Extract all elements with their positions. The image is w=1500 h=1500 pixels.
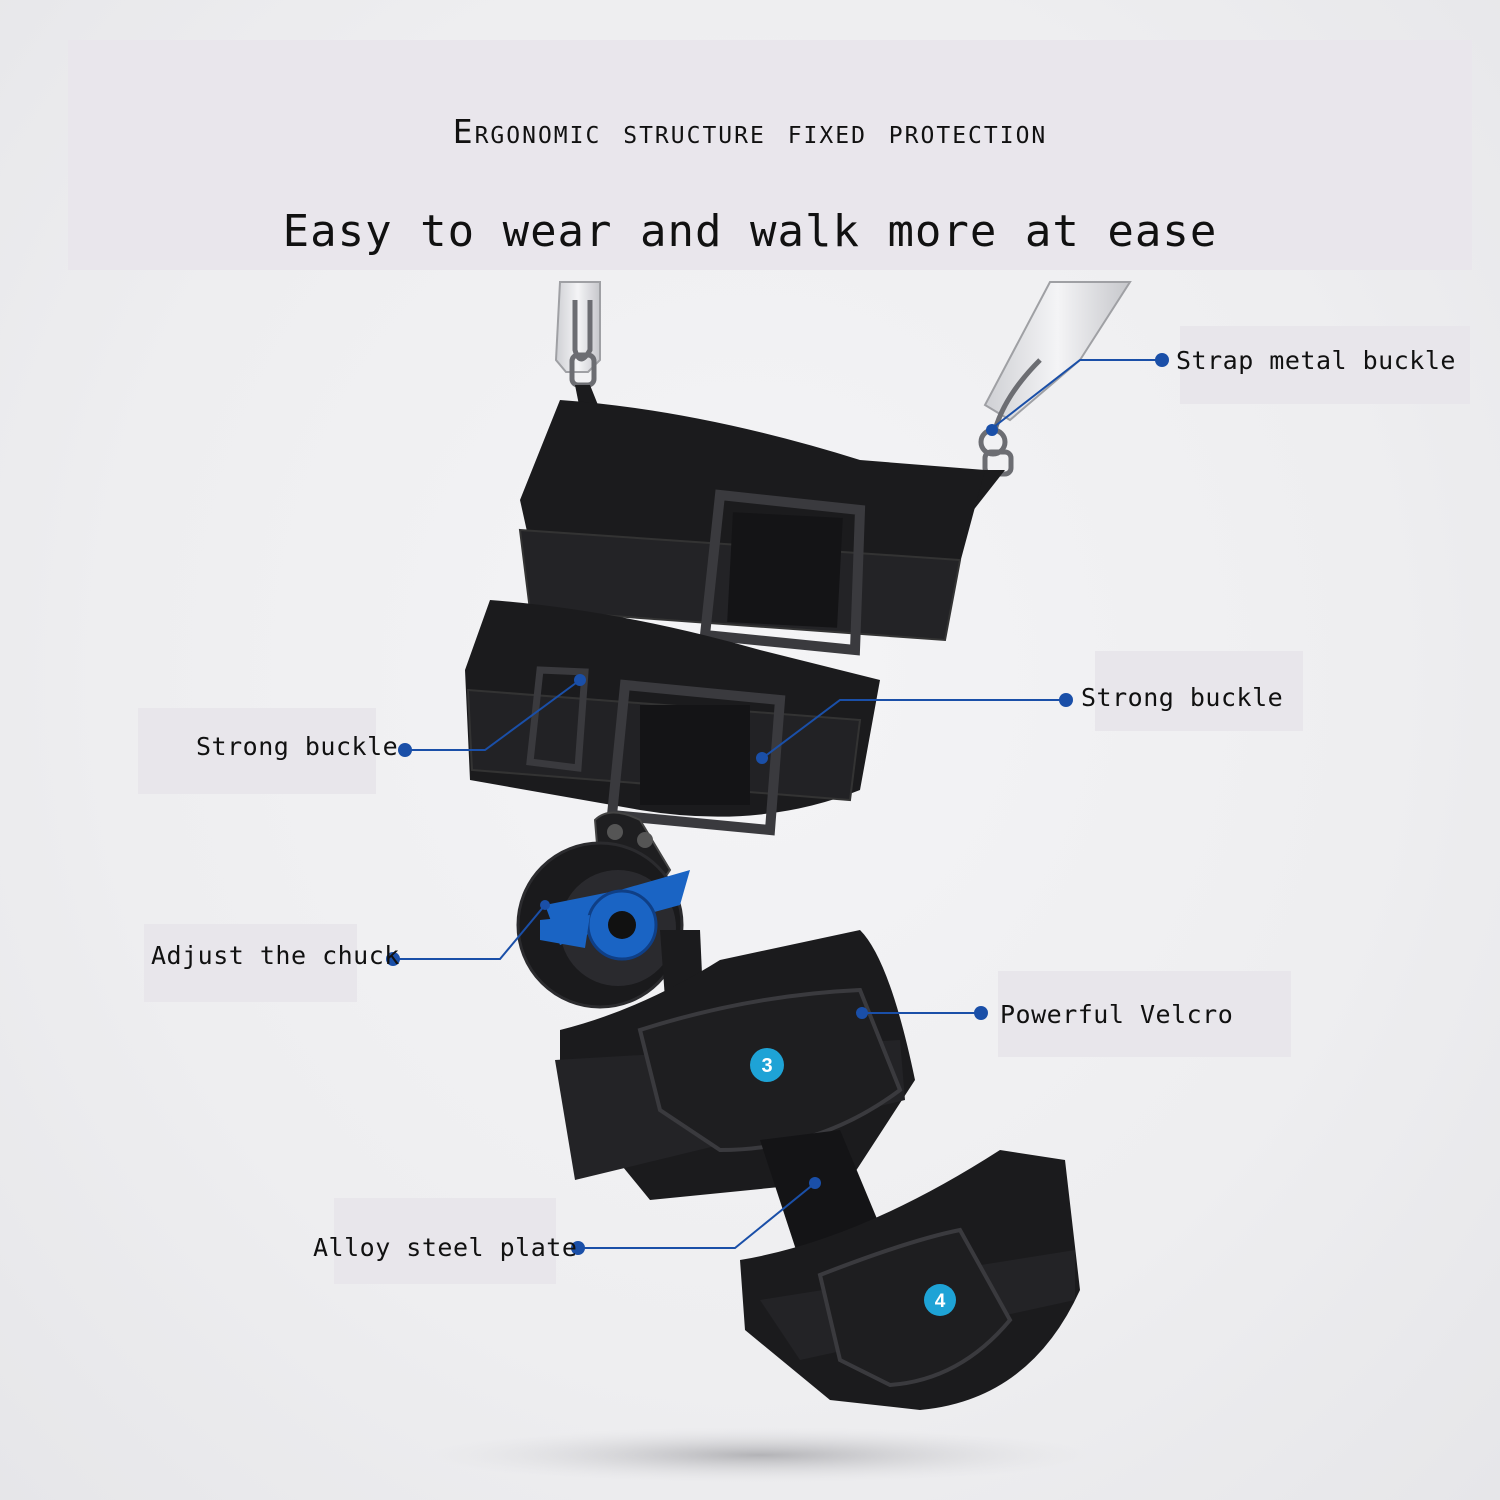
- leader-dot-powerful-velcro: [974, 1006, 988, 1020]
- header-band: [68, 40, 1472, 270]
- strap-right: [983, 281, 1132, 422]
- floor-shadow: [430, 1427, 1090, 1483]
- upper-cuff-velcro: [727, 512, 843, 628]
- callout-adjust-the-chuck: Adjust the chuck: [151, 941, 400, 970]
- pad-3-number: 3: [761, 1055, 772, 1077]
- second-cuff-velcro: [640, 705, 750, 805]
- callout-box-powerful-velcro: [998, 971, 1291, 1057]
- leader-alloy-steel-plate: [578, 1182, 816, 1249]
- pad-4-badge: [924, 1284, 956, 1316]
- page-title: Ergonomic structure fixed protection: [452, 112, 1048, 151]
- hinge-blue-tab: [540, 915, 590, 948]
- pad-4: [817, 1227, 1013, 1388]
- callout-box-adjust-the-chuck: [144, 924, 357, 1002]
- leader-dot-adjust-the-chuck: [386, 952, 400, 966]
- callout-box-alloy-steel-plate: [334, 1198, 556, 1284]
- callout-powerful-velcro: Powerful Velcro: [1000, 1000, 1234, 1029]
- page-subtitle: Easy to wear and walk more at ease: [282, 206, 1218, 257]
- callout-strap-metal-buckle: Strap metal buckle: [1176, 346, 1456, 375]
- callout-box-strong-buckle-left: [138, 708, 376, 794]
- leader-adjust-the-chuck: [393, 904, 546, 960]
- second-cuff-buckle: [606, 679, 786, 836]
- callout-alloy-steel-plate: Alloy steel plate: [313, 1233, 578, 1262]
- leader-dot-strong-buckle-right: [1059, 693, 1073, 707]
- second-cuff-left-buckle: [526, 666, 589, 772]
- leader-dot-strap-metal-buckle: [1155, 353, 1169, 367]
- callout-strong-buckle-left: Strong buckle: [196, 732, 399, 761]
- callout-box-strap-metal-buckle: [1180, 326, 1470, 404]
- callout-strong-buckle-right: Strong buckle: [1081, 683, 1284, 712]
- leader-strap-metal-buckle: [989, 359, 1162, 431]
- leader-dot-alloy-steel-plate: [571, 1241, 585, 1255]
- upper-cuff-buckle: [699, 489, 866, 656]
- leader-dot-strong-buckle-left: [398, 743, 412, 757]
- leader-strong-buckle-right: [759, 699, 1066, 761]
- pad-4-number: 4: [935, 1291, 946, 1312]
- leader-strong-buckle-left: [405, 679, 581, 751]
- callout-box-strong-buckle-right: [1095, 651, 1303, 731]
- pad-3-badge: [750, 1048, 784, 1082]
